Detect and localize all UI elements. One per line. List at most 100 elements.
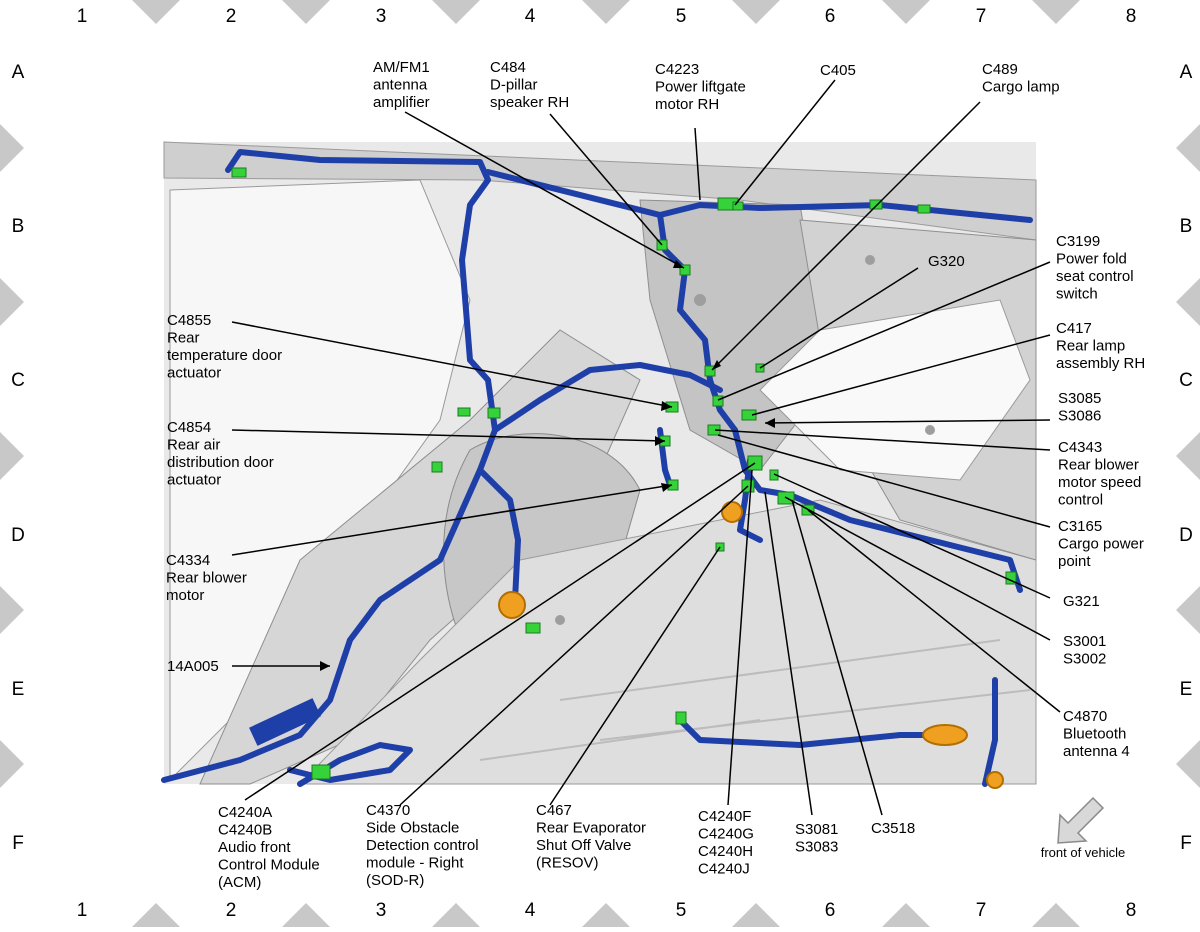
grid-marker-triangle bbox=[732, 903, 780, 927]
connector bbox=[311, 764, 331, 780]
grid-col-2-top: 2 bbox=[226, 6, 237, 27]
leader-lines bbox=[231, 79, 1061, 816]
connector bbox=[487, 407, 501, 419]
front-of-vehicle-label: front of vehicle bbox=[1041, 845, 1126, 860]
connector bbox=[231, 167, 247, 178]
callout-line: assembly RH bbox=[1056, 355, 1145, 372]
grid-row-e-left: E bbox=[12, 679, 25, 700]
leader-c3518 bbox=[791, 499, 883, 816]
callout-line: amplifier bbox=[373, 94, 430, 111]
leader-am-fm1 bbox=[404, 111, 685, 269]
grid-col-4-bottom: 4 bbox=[525, 900, 536, 921]
arrowhead bbox=[673, 260, 684, 268]
leader-c4223 bbox=[694, 127, 701, 201]
callout-line: C4240H bbox=[698, 843, 753, 860]
callout-line: AM/FM1 bbox=[373, 59, 430, 76]
callout-line: motor RH bbox=[655, 96, 719, 113]
lower-floor-harness bbox=[677, 717, 943, 748]
leader-c405 bbox=[734, 79, 836, 206]
grommet-floor bbox=[922, 724, 968, 746]
body-hole bbox=[694, 294, 706, 306]
grid-marker-triangle bbox=[432, 903, 480, 927]
grid-col-6-bottom: 6 bbox=[825, 900, 836, 921]
callout-line: C4870 bbox=[1063, 708, 1107, 725]
grommet-corner bbox=[986, 771, 1004, 789]
grid-row-e-right: E bbox=[1180, 679, 1193, 700]
callout-line: Rear bbox=[167, 330, 200, 347]
leader-c467 bbox=[549, 546, 721, 806]
leader-c4855 bbox=[231, 321, 673, 408]
leader-c4334 bbox=[231, 484, 673, 556]
connector bbox=[675, 711, 687, 725]
grid-row-labels-left: A B C D E F bbox=[11, 62, 25, 854]
callout-line: C4240B bbox=[218, 822, 272, 839]
front-of-vehicle-indicator: front of vehicle bbox=[1041, 796, 1126, 860]
grommet-center bbox=[721, 501, 743, 523]
grid-row-a-right: A bbox=[1180, 62, 1193, 83]
grid-row-b-left: B bbox=[12, 216, 25, 237]
grid-marker-triangle bbox=[132, 903, 180, 927]
leader-c4240f bbox=[727, 469, 753, 806]
grid-row-f-left: F bbox=[12, 833, 24, 854]
callout-line: (SOD-R) bbox=[366, 872, 424, 889]
callout-line: S3001 bbox=[1063, 633, 1106, 650]
leader-c4854 bbox=[231, 429, 666, 442]
callout-line: temperature door bbox=[167, 347, 282, 364]
callout-line: Rear Evaporator bbox=[536, 820, 646, 837]
callout-line: C4855 bbox=[167, 312, 211, 329]
grid-col-3-bottom: 3 bbox=[376, 900, 387, 921]
connector bbox=[431, 461, 443, 473]
grid-col-1-top: 1 bbox=[77, 6, 88, 27]
callout-line: Rear blower bbox=[1058, 457, 1139, 474]
vehicle-body-illustration bbox=[163, 141, 1037, 785]
grid-row-c-left: C bbox=[11, 370, 25, 391]
leader-g320 bbox=[759, 267, 919, 369]
callout-line: Side Obstacle bbox=[366, 820, 459, 837]
connector-c489 bbox=[704, 365, 716, 377]
grid-col-4-top: 4 bbox=[525, 6, 536, 27]
leader-c4343 bbox=[714, 429, 1051, 451]
floor-ribs bbox=[479, 639, 1031, 761]
right-floor-harness bbox=[982, 677, 998, 787]
callout-line: speaker RH bbox=[490, 94, 569, 111]
callout-line: C3518 bbox=[871, 820, 915, 837]
callout-line: (RESOV) bbox=[536, 855, 599, 872]
body-hole bbox=[555, 615, 565, 625]
callout-c3518: C3518 bbox=[871, 820, 915, 837]
callout-line: Bluetooth bbox=[1063, 726, 1126, 743]
callout-line: Control Module bbox=[218, 857, 320, 874]
callout-line: distribution door bbox=[167, 454, 274, 471]
grid-marker-triangle bbox=[1032, 0, 1080, 24]
grid-marker-triangle bbox=[1176, 586, 1200, 634]
callout-line: actuator bbox=[167, 365, 221, 382]
callout-line: S3085 bbox=[1058, 390, 1101, 407]
grid-marker-triangle bbox=[1176, 278, 1200, 326]
callout-line: seat control bbox=[1056, 268, 1134, 285]
callout-line: control bbox=[1058, 492, 1103, 509]
lower-left-loop bbox=[287, 742, 413, 787]
callout-line: motor bbox=[166, 587, 204, 604]
roof-rail-panel bbox=[163, 141, 1037, 241]
callout-line: D-pillar bbox=[490, 77, 538, 94]
leader-s3081 bbox=[764, 491, 813, 816]
callout-line: C3199 bbox=[1056, 233, 1100, 250]
grid-marker-triangle bbox=[0, 586, 24, 634]
grid-marker-triangle bbox=[0, 740, 24, 788]
grid-marker-triangle bbox=[132, 0, 180, 24]
cargo-floor-panel bbox=[298, 499, 1037, 785]
grid-col-5-top: 5 bbox=[676, 6, 687, 27]
callout-line: C4370 bbox=[366, 802, 410, 819]
grid-row-d-left: D bbox=[11, 525, 25, 546]
grid-row-f-right: F bbox=[1180, 833, 1192, 854]
